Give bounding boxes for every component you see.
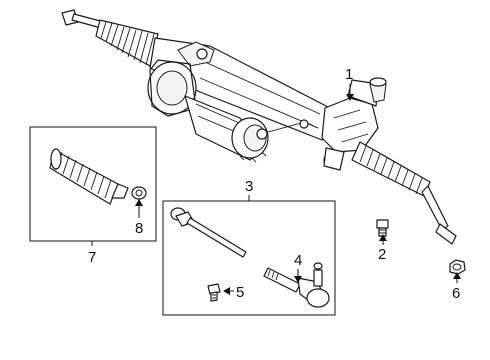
lock-nut <box>449 259 466 275</box>
boot-kit-box <box>29 126 157 242</box>
right-tie-rod-stub <box>421 185 457 245</box>
callout-6: 6 <box>452 272 461 302</box>
callout-5: 5 <box>223 284 244 301</box>
callout-8: 8 <box>135 199 143 237</box>
arrow-4 <box>294 276 302 283</box>
arrow-5 <box>223 287 230 295</box>
callout-label-5: 5 <box>236 284 244 301</box>
callout-label-3: 3 <box>245 178 253 195</box>
callout-2: 2 <box>378 234 387 263</box>
mounting-bolt <box>376 219 389 237</box>
arrow-2 <box>379 234 387 241</box>
boot-kit-contents <box>49 148 147 205</box>
right-rack-boot <box>351 141 431 197</box>
assist-motor-unit <box>147 59 269 163</box>
callout-1: 1 <box>345 66 354 101</box>
arrow-6 <box>453 272 461 279</box>
rack-housing <box>149 37 341 141</box>
callout-label-2: 2 <box>378 246 386 263</box>
pinion-housing <box>321 77 387 171</box>
steering-gear-assembly <box>61 9 457 245</box>
left-rack-boot <box>95 19 159 67</box>
callout-label-8: 8 <box>135 220 143 237</box>
callout-4: 4 <box>294 252 302 283</box>
callout-7: 7 <box>88 241 96 266</box>
callout-label-7: 7 <box>88 249 96 266</box>
bolt-part-5 <box>207 283 221 302</box>
callout-label-6: 6 <box>452 285 460 302</box>
left-tie-rod-stub <box>61 9 105 29</box>
inner-tie-rod <box>170 207 247 258</box>
callout-label-4: 4 <box>294 252 302 269</box>
callout-label-1: 1 <box>345 66 353 83</box>
arrow-8 <box>135 199 143 206</box>
outer-tie-rod-end <box>263 262 330 308</box>
callout-3: 3 <box>245 178 253 201</box>
rod-eye <box>299 119 309 129</box>
arrow-1 <box>346 94 354 101</box>
